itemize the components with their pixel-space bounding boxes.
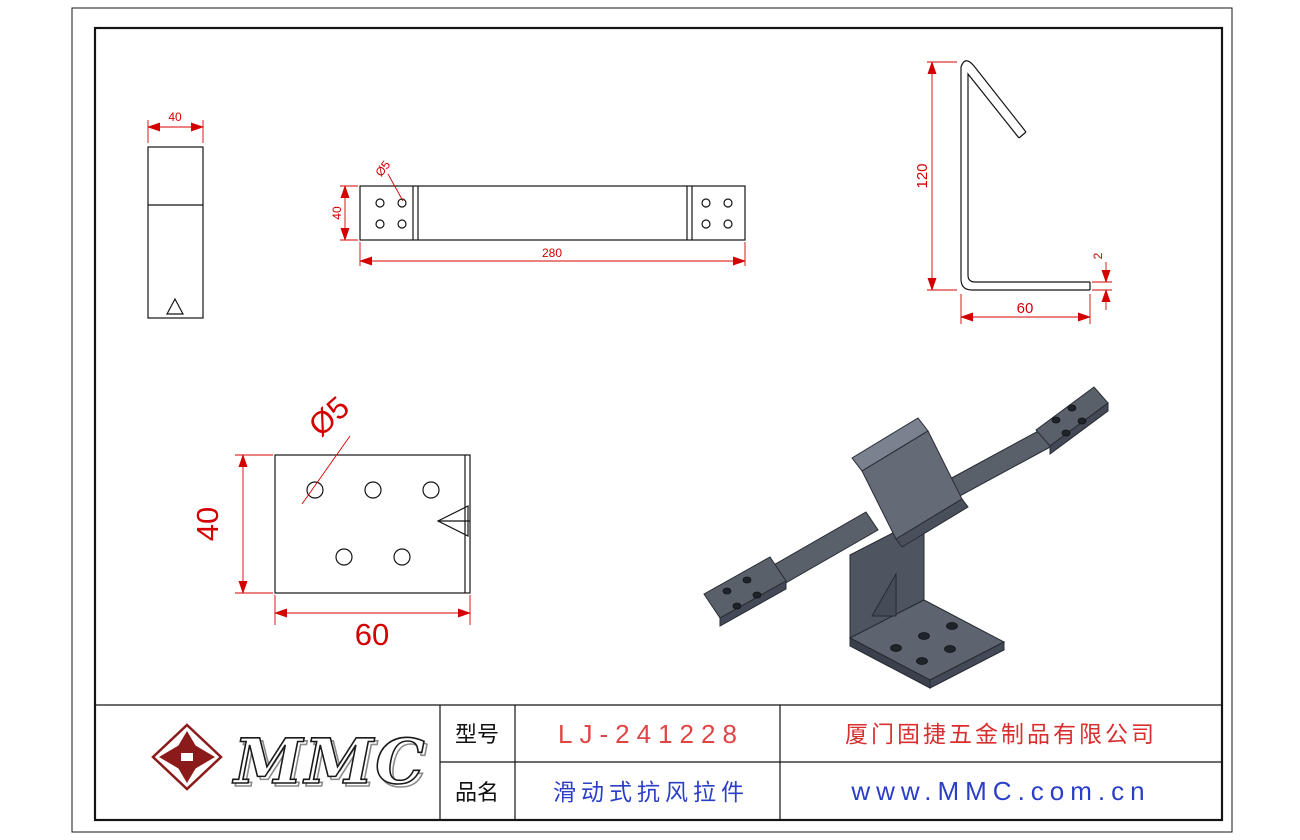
plate-holes xyxy=(306,481,440,566)
logo-text-shadow: MMC xyxy=(235,728,430,801)
strap-right-plate-edge xyxy=(1049,402,1109,455)
dim-side-width: 40 xyxy=(168,110,182,124)
model-label: 型号 xyxy=(455,723,499,748)
base-foot-edge xyxy=(849,637,931,689)
title-block: MMC MMC 型号 LJ-241228 厦门固捷五金制品有限公司 品名 滑动式… xyxy=(95,704,1222,820)
strap-holes xyxy=(375,198,733,229)
website-text: www.MMC.com.cn xyxy=(850,776,1150,806)
logo-diamond-icon xyxy=(151,723,223,791)
dim-strip-hole: Ø5 xyxy=(372,158,393,179)
dim-profile-width: 60 xyxy=(1017,300,1034,317)
dim-plate-hole: Ø5 xyxy=(302,389,356,443)
dim-strip-width: 40 xyxy=(330,206,344,220)
strap-right-holes xyxy=(1051,404,1087,437)
product-value: 滑动式抗风拉件 xyxy=(553,780,749,806)
dim-strip-length: 280 xyxy=(542,246,562,260)
gusset-rib xyxy=(871,572,897,617)
base-foot-holes xyxy=(890,622,958,665)
strap-left-plate-edge xyxy=(719,580,787,627)
strap-right xyxy=(947,428,1053,498)
company-name: 厦门固捷五金制品有限公司 xyxy=(845,722,1157,748)
plate-view: Ø5 40 60 xyxy=(190,389,471,652)
iso-3d-view xyxy=(703,386,1109,689)
bend-mark xyxy=(166,297,184,315)
product-label: 品名 xyxy=(455,781,499,806)
strap-left-holes xyxy=(722,576,762,610)
dim-plate-height: 40 xyxy=(190,507,225,541)
strap-top-view: Ø5 40 280 xyxy=(330,158,746,266)
dim-profile-thickness: 2 xyxy=(1091,252,1105,259)
side-view: 40 xyxy=(147,110,204,319)
dim-profile-height: 120 xyxy=(914,163,931,188)
model-value: LJ-241228 xyxy=(558,719,744,749)
logo-text: MMC xyxy=(232,725,427,798)
profile-view: 120 60 2 xyxy=(914,60,1112,324)
sheet-frame xyxy=(71,7,1233,833)
dim-plate-width: 60 xyxy=(355,617,389,652)
company-logo: MMC MMC xyxy=(151,723,430,802)
clamp-edge xyxy=(895,498,969,548)
